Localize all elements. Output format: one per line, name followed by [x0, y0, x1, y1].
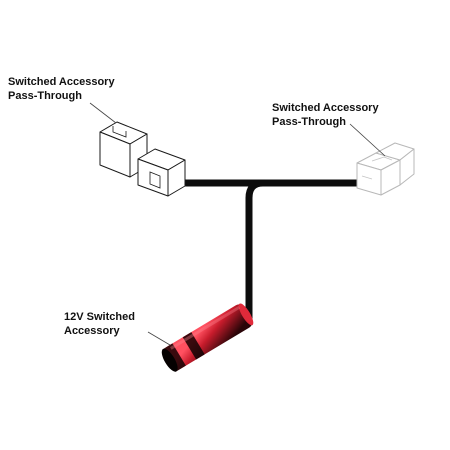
label-pass-through-right: Switched Accessory Pass-Through — [272, 102, 382, 128]
leader-line-accessory — [147, 331, 171, 346]
harness-branch-wire — [245, 179, 267, 322]
left-pass-through-connector — [99, 121, 186, 197]
right-pass-through-connector — [356, 142, 415, 196]
leader-line-left — [89, 102, 117, 124]
label-switched-accessory: 12V Switched Accessory — [64, 311, 138, 337]
heat-shrink-lead — [161, 303, 254, 372]
label-pass-through-left: Switched Accessory Pass-Through — [8, 76, 118, 102]
leader-line-right — [349, 123, 386, 157]
